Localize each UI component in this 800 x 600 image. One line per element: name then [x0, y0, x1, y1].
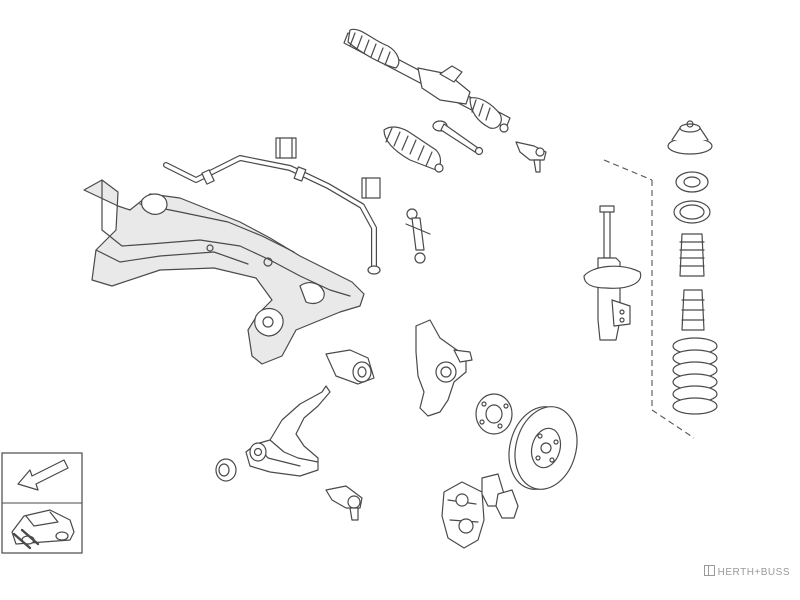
locator-inset [1, 452, 83, 554]
strut-top-mount [667, 120, 713, 155]
assembly-guide-lines [603, 159, 695, 439]
shock-absorber-strut [583, 205, 642, 341]
brake-pads [481, 473, 519, 519]
coil-spring [672, 337, 718, 415]
car-front-axle-icon [11, 509, 75, 550]
control-arm-front-bushing [215, 458, 237, 482]
spring-seat [673, 200, 711, 224]
brake-disc [508, 406, 578, 490]
dust-boot [679, 233, 705, 277]
herth-buss-watermark: HERTH+BUSS [703, 565, 790, 578]
bump-stop [681, 289, 705, 331]
steering-rack [343, 28, 511, 133]
strut-bearing [675, 171, 709, 193]
inner-tie-rod [432, 120, 484, 156]
ball-joint [325, 485, 363, 521]
tie-rod-end [515, 141, 547, 173]
wheel-hub [475, 393, 513, 435]
watermark-text: HERTH+BUSS [717, 567, 790, 578]
stabilizer-bar [163, 155, 381, 275]
stabilizer-bushing-left [275, 137, 297, 159]
brand-mark-icon [703, 565, 715, 576]
steering-knuckle [415, 319, 473, 417]
stabilizer-link [405, 208, 431, 264]
control-arm-rear-bushing [325, 349, 375, 385]
brake-caliper [441, 481, 485, 549]
stabilizer-bushing-right [361, 177, 381, 199]
steering-boot [383, 126, 444, 173]
front-subframe [83, 179, 365, 365]
lower-control-arm [245, 385, 331, 477]
direction-arrow-icon [17, 459, 69, 491]
